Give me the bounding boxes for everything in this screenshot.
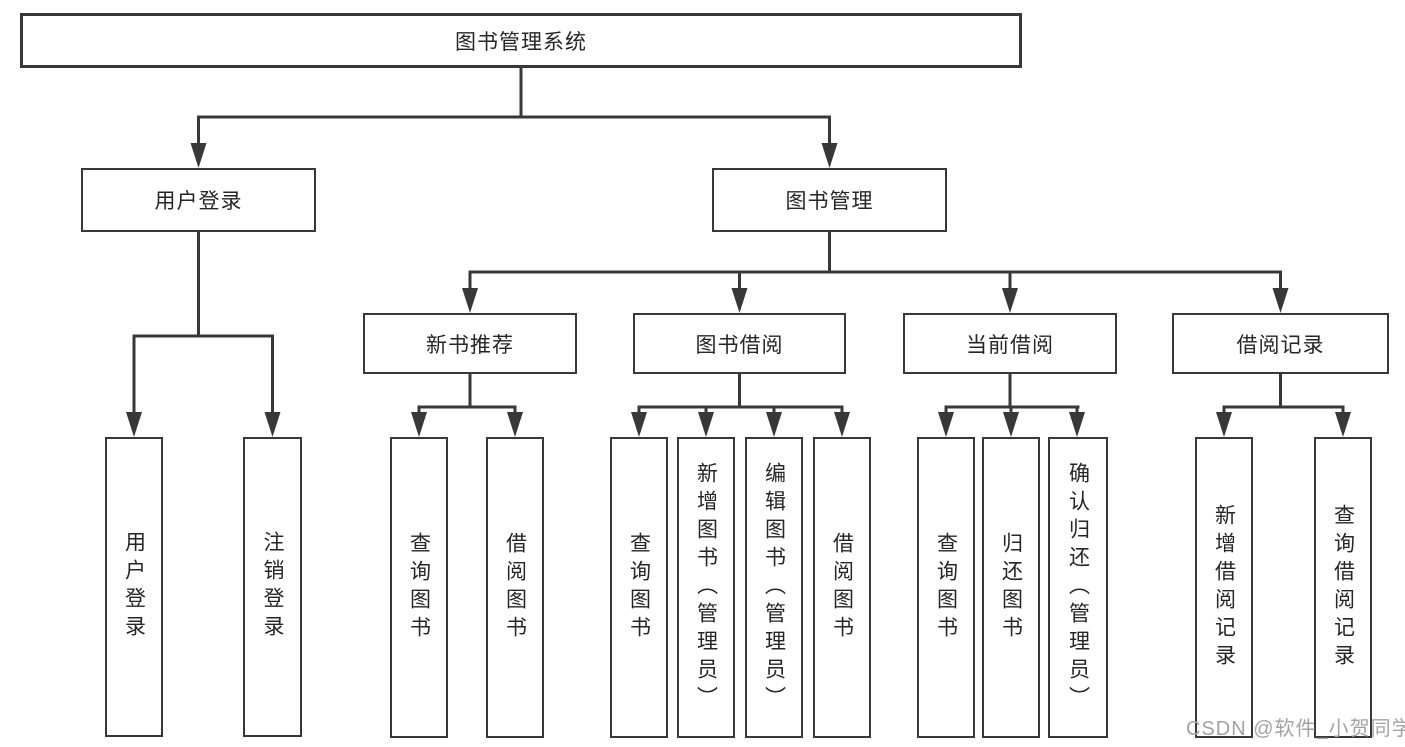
leaf-add-borrow-record: 新增借阅记录: [1195, 437, 1253, 738]
leaf-logout-label: 注销登录: [261, 531, 284, 643]
leaf-query-books-current: 查询图书: [917, 437, 975, 738]
connector-rails: [132, 115, 1345, 409]
leaf-query-borrow-record-label: 查询借阅记录: [1331, 503, 1355, 672]
leaf-return-books-label: 归还图书: [999, 531, 1023, 644]
leaf-query-books-current-label: 查询图书: [934, 531, 958, 644]
leaf-query-books-recommend: 查询图书: [390, 437, 448, 738]
node-current-borrowing-label: 当前借阅: [966, 333, 1054, 357]
leaf-logout: 注销登录: [243, 437, 302, 737]
leaf-query-books-borrow-label: 查询图书: [627, 531, 651, 644]
leaf-edit-book-admin: 编辑图书（管理员）: [745, 437, 803, 738]
leaf-query-books-recommend-label: 查询图书: [407, 531, 431, 644]
leaf-add-book-admin-label: 新增图书（管理员）: [694, 461, 718, 714]
leaf-confirm-return-admin-label: 确认归还（管理员）: [1066, 461, 1090, 714]
node-root-label: 图书管理系统: [455, 30, 587, 54]
leaf-borrow-books-borrow-label: 借阅图书: [830, 531, 854, 644]
node-user-login-label: 用户登录: [154, 190, 243, 213]
leaf-borrow-books-recommend-label: 借阅图书: [503, 531, 527, 644]
node-current-borrowing: 当前借阅: [903, 313, 1117, 374]
leaf-return-books: 归还图书: [982, 437, 1040, 738]
node-user-login: 用户登录: [81, 168, 316, 232]
leaf-query-borrow-record: 查询借阅记录: [1314, 437, 1372, 738]
node-borrowing-records: 借阅记录: [1172, 313, 1389, 374]
leaf-add-book-admin: 新增图书（管理员）: [677, 437, 735, 738]
node-book-management-label: 图书管理: [785, 190, 874, 213]
node-book-borrowing-label: 图书借阅: [695, 333, 784, 357]
csdn-watermark: CSDN @软件_小贺同学: [1186, 718, 1405, 740]
node-root: 图书管理系统: [20, 13, 1022, 68]
leaf-query-books-borrow: 查询图书: [610, 437, 668, 738]
leaf-confirm-return-admin: 确认归还（管理员）: [1048, 437, 1108, 738]
leaf-borrow-books-recommend: 借阅图书: [486, 437, 544, 738]
leaf-borrow-books-borrow: 借阅图书: [813, 437, 871, 738]
leaf-user-login-label: 用户登录: [122, 531, 146, 643]
connector-stubs: [197, 66, 1282, 409]
node-book-management: 图书管理: [712, 168, 947, 232]
leaf-edit-book-admin-label: 编辑图书（管理员）: [762, 461, 786, 714]
node-new-book-recommendation: 新书推荐: [363, 313, 577, 374]
leaf-user-login: 用户登录: [105, 437, 163, 737]
node-new-book-recommendation-label: 新书推荐: [426, 333, 514, 357]
node-borrowing-records-label: 借阅记录: [1236, 333, 1325, 357]
node-book-borrowing: 图书借阅: [633, 313, 846, 374]
leaf-add-borrow-record-label: 新增借阅记录: [1212, 503, 1236, 672]
